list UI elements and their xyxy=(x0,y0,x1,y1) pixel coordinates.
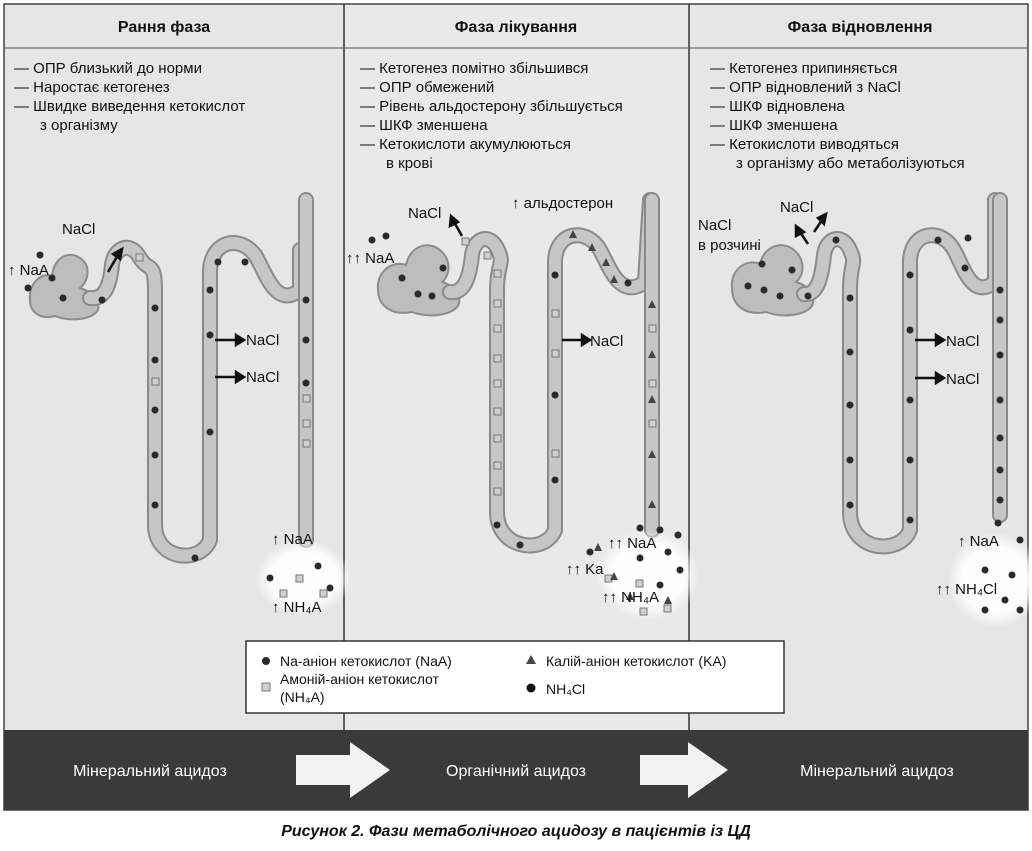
panel-3-dots xyxy=(744,234,1024,614)
bullet: ОПР обмежений xyxy=(379,79,494,96)
panel-3-nacl-right-2: NaCl xyxy=(946,371,979,388)
bullet: Швидке виведення кетокислот xyxy=(33,98,245,115)
panel-2-nacl-top: NaCl xyxy=(408,205,441,222)
legend-naa-marker xyxy=(262,657,270,665)
bullet-continuation: з організму або метаболізуються xyxy=(736,155,965,172)
svg-text:— ШКФ зменшена: — ШКФ зменшена xyxy=(360,117,488,134)
bullet: Кетогенез припиняється xyxy=(729,60,897,77)
svg-text:— Наростає кетогенез: — Наростає кетогенез xyxy=(14,79,170,96)
bullet: ШКФ зменшена xyxy=(379,117,488,134)
svg-text:— Кетокислоти акумулюються: — Кетокислоти акумулюються xyxy=(360,136,571,153)
panel-3-nacl-top: NaCl xyxy=(780,199,813,216)
panel-1-nacl-right-1: NaCl xyxy=(246,332,279,349)
panel-2-naa-bottom: ↑↑ NaA xyxy=(608,535,656,552)
panel-1-nacl-right-2: NaCl xyxy=(246,369,279,386)
excretion-cloud xyxy=(596,530,700,620)
panel-1-squares xyxy=(135,253,328,598)
panel-3-bullets: — Кетогенез припиняється — ОПР відновлен… xyxy=(710,60,965,172)
band-arrow-1 xyxy=(296,742,390,798)
bullet: Кетокислоти акумулюються xyxy=(379,136,571,153)
panel-2-nh4a-bottom: ↑↑ NH₄A xyxy=(602,589,659,606)
svg-text:— ШКФ відновлена: — ШКФ відновлена xyxy=(710,98,845,115)
panel-3-nacl-right-1: NaCl xyxy=(946,333,979,350)
panel-1-nh4a-bottom: ↑ NH₄A xyxy=(272,599,321,616)
panel-2-dots xyxy=(368,232,684,589)
svg-text:— ШКФ зменшена: — ШКФ зменшена xyxy=(710,117,838,134)
legend-nh4cl: NH₄Cl xyxy=(546,681,585,697)
figure-caption: Рисунок 2. Фази метаболічного ацидозу в … xyxy=(281,823,751,840)
bullet: ОПР відновлений з NaCl xyxy=(729,79,901,96)
bullet: ШКФ зменшена xyxy=(729,117,838,134)
svg-text:— Рівень альдостерону збільшує: — Рівень альдостерону збільшується xyxy=(360,98,623,115)
legend-naa: Na-аніон кетокислот (NaA) xyxy=(280,653,452,669)
band-label-2: Органічний ацидоз xyxy=(446,763,586,780)
panel-2-arrows xyxy=(448,213,593,348)
svg-text:— ОПР відновлений з NaCl: — ОПР відновлений з NaCl xyxy=(710,79,901,96)
svg-text:— Кетогенез припиняється: — Кетогенез припиняється xyxy=(710,60,897,77)
panel-2-bullets: — Кетогенез помітно збільшився — ОПР обм… xyxy=(360,60,623,172)
legend-nh4a-line-1: Амоній-аніон кетокислот xyxy=(280,671,440,687)
panel-3-naa-bottom: ↑ NaA xyxy=(958,533,999,550)
panel-1-naa-left: ↑ NaA xyxy=(8,262,49,279)
legend-box xyxy=(245,640,785,714)
svg-text:— Швидке виведення кетокислот: — Швидке виведення кетокислот xyxy=(14,98,245,115)
legend: Na-аніон кетокислот (NaA) Амоній-аніон к… xyxy=(245,640,785,714)
panel-3-arrows xyxy=(794,211,947,386)
excretion-cloud xyxy=(947,532,1032,628)
panel-1-nephron xyxy=(28,192,314,564)
bullet: Кетогенез помітно збільшився xyxy=(379,60,588,77)
panel-2-ka-bottom: ↑↑ Ka xyxy=(566,561,604,578)
band-label-1: Мінеральний ацидоз xyxy=(73,763,227,780)
legend-nh4cl-marker xyxy=(526,683,536,693)
legend-nh4a-marker xyxy=(261,682,271,692)
panel-2-triangles xyxy=(569,230,672,604)
glomerulus-capsule xyxy=(376,244,461,317)
panel-2-nephron xyxy=(376,192,660,554)
panel-3-nacl-solution-1: NaCl xyxy=(698,217,731,234)
bullet-continuation: в крові xyxy=(386,155,433,172)
panel-1-title: Рання фаза xyxy=(118,19,210,36)
svg-text:— Кетокислоти виводяться: — Кетокислоти виводяться xyxy=(710,136,899,153)
acidosis-band xyxy=(4,730,1028,810)
panel-2-aldosterone: ↑ альдостерон xyxy=(512,195,613,212)
bullet-continuation: з організму xyxy=(40,117,118,134)
panel-3-nh4cl-bottom: ↑↑ NH₄Cl xyxy=(936,581,997,598)
panel-3-nephron xyxy=(730,192,1008,555)
panel-3-title: Фаза відновлення xyxy=(788,19,933,36)
band-label-3: Мінеральний ацидоз xyxy=(800,763,954,780)
bullet: Наростає кетогенез xyxy=(33,79,170,96)
legend-ka-marker xyxy=(526,655,536,664)
panel-2-naa-left: ↑↑ NaA xyxy=(346,250,394,267)
bullet: Рівень альдостерону збільшується xyxy=(379,98,623,115)
legend-ka: Калій-аніон кетокислот (KA) xyxy=(546,653,726,669)
panel-3-nacl-solution-2: в розчині xyxy=(698,237,761,254)
panel-1-naa-bottom: ↑ NaA xyxy=(272,531,313,548)
panel-2-title: Фаза лікування xyxy=(455,19,578,36)
panel-2-squares xyxy=(461,237,672,616)
panel-1-arrows xyxy=(106,246,247,385)
svg-text:— Кетогенез помітно збільшився: — Кетогенез помітно збільшився xyxy=(360,60,588,77)
svg-text:— ОПР близький до норми: — ОПР близький до норми xyxy=(14,60,202,77)
band-arrow-2 xyxy=(640,742,728,798)
bullet: Кетокислоти виводяться xyxy=(729,136,899,153)
panel-1-dots xyxy=(24,251,334,592)
panel-2-nacl-right: NaCl xyxy=(590,333,623,350)
legend-nh4a-line-2: (NH₄A) xyxy=(280,689,325,705)
panel-1-bullets: — ОПР близький до норми — Наростає кетог… xyxy=(14,60,245,134)
bullet: ОПР близький до норми xyxy=(33,60,202,77)
svg-text:— ОПР обмежений: — ОПР обмежений xyxy=(360,79,494,96)
bullet: ШКФ відновлена xyxy=(729,98,845,115)
panel-1-nacl-top: NaCl xyxy=(62,221,95,238)
